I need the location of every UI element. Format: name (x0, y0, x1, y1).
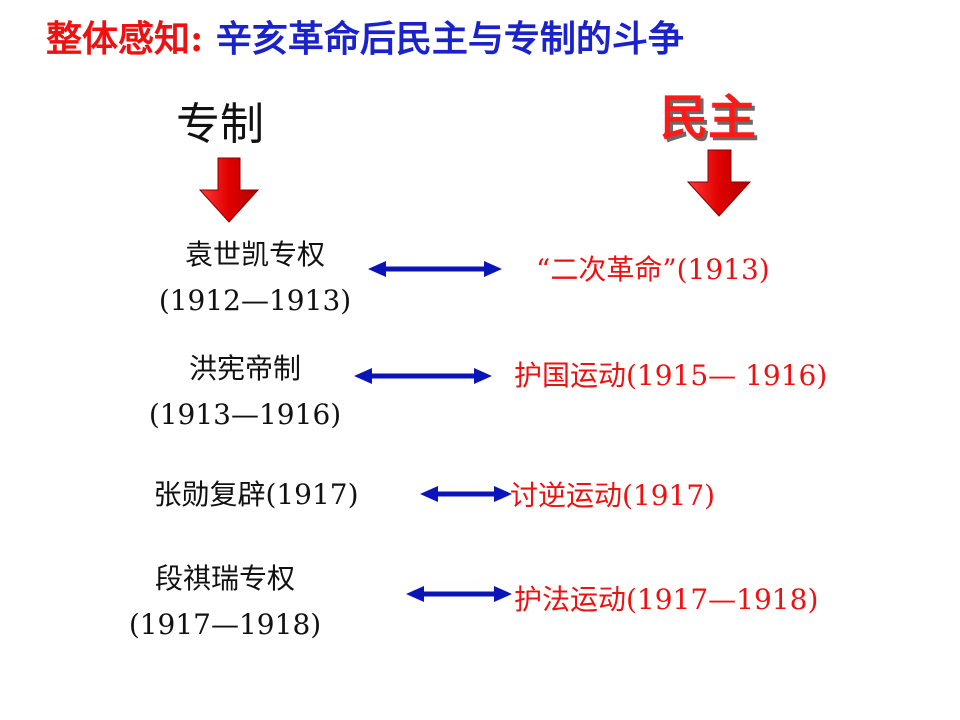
autocracy-item-1-name: 袁世凯专权 (184, 238, 325, 271)
autocracy-item-2: 洪宪帝制 (1913—1916) (100, 346, 390, 438)
page-title: 整体感知: 辛亥革命后民主与专制的斗争 (46, 10, 684, 62)
autocracy-item-4: 段祺瑞专权 (1917—1918) (80, 556, 370, 648)
autocracy-item-3: 张勋复辟(1917) (96, 472, 416, 518)
double-arrow-row-4 (406, 586, 512, 602)
autocracy-item-2-years: (1913—1916) (148, 398, 342, 431)
autocracy-item-1-years: (1912—1913) (158, 284, 352, 317)
democracy-item-4: 护法运动(1917—1918) (514, 583, 819, 616)
autocracy-item-2-name: 洪宪帝制 (188, 352, 301, 385)
double-arrow-row-2 (354, 368, 492, 384)
democracy-item-2: 护国运动(1915— 1916) (514, 359, 828, 392)
autocracy-heading: 专制 (176, 99, 264, 150)
democracy-heading: 民主 (660, 90, 757, 146)
autocracy-item-4-name: 段祺瑞专权 (154, 562, 295, 595)
autocracy-item-4-years: (1917—1918) (128, 608, 322, 641)
autocracy-item-1: 袁世凯专权 (1912—1913) (110, 232, 400, 324)
double-arrow-row-1 (368, 261, 502, 277)
double-arrow-row-3 (420, 486, 512, 502)
title-prefix: 整体感知: (46, 18, 204, 60)
democracy-item-3: 讨逆运动(1917) (510, 479, 716, 512)
down-arrow-left (198, 157, 260, 223)
democracy-item-1: “二次革命”(1913) (536, 253, 770, 286)
down-arrow-right (686, 149, 752, 217)
autocracy-item-3-name: 张勋复辟(1917) (153, 478, 359, 511)
title-main: 辛亥革命后民主与专制的斗争 (215, 18, 684, 60)
